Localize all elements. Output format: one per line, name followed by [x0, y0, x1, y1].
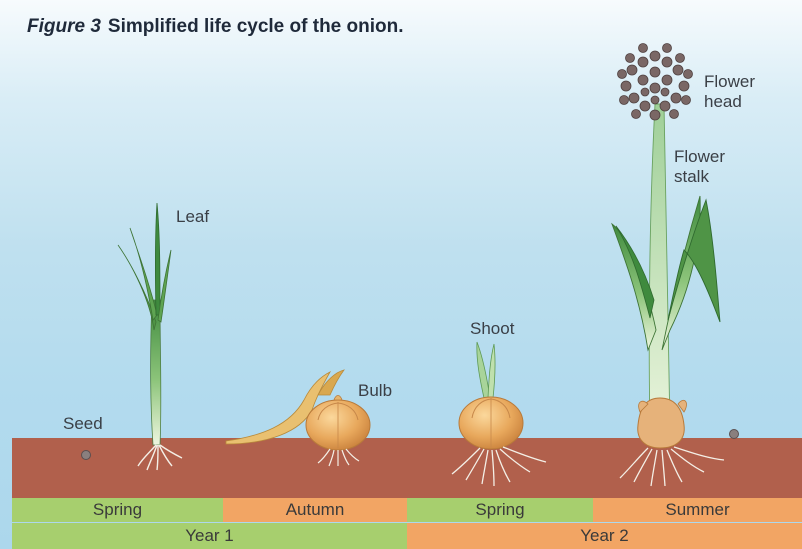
- season-summer-year2: Summer: [593, 498, 802, 522]
- season-spring-year2: Spring: [407, 498, 593, 522]
- season-autumn-year1: Autumn: [223, 498, 407, 522]
- shoot-label: Shoot: [470, 319, 514, 339]
- seedling-plant: [118, 203, 182, 470]
- season-spring-year1: Spring: [12, 498, 223, 522]
- year-1-bar: Year 1: [12, 523, 407, 549]
- new-seed-dot: [730, 430, 739, 439]
- seed-label: Seed: [63, 414, 103, 434]
- flower-head-label: Flower head: [704, 72, 755, 111]
- soil-band: [12, 438, 802, 498]
- bulb-label: Bulb: [358, 381, 392, 401]
- flower-stalk-label: Flower stalk: [674, 147, 725, 186]
- seed-dot: [82, 451, 91, 460]
- leaf-label: Leaf: [176, 207, 209, 227]
- year-2-bar: Year 2: [407, 523, 802, 549]
